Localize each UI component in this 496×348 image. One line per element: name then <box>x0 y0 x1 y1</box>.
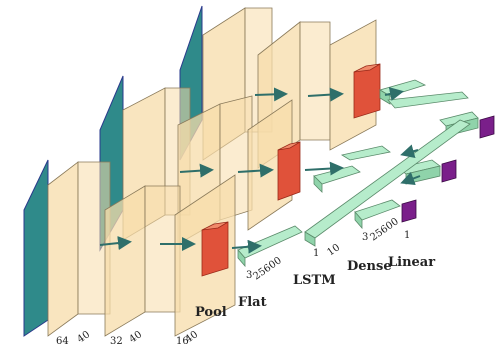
flow-arrows <box>99 87 421 254</box>
pool-block-top <box>353 63 381 119</box>
pool-block-middle <box>277 141 301 201</box>
lstm-label: LSTM <box>293 273 336 288</box>
conv-block-top-3 <box>329 19 377 151</box>
arrow <box>231 239 262 254</box>
flat-label: Flat <box>238 295 267 310</box>
output-cube-middle <box>441 159 457 183</box>
arrow <box>179 163 214 178</box>
dense-dim-a: 3 <box>362 232 368 243</box>
conv1-size-label: 40 <box>75 329 92 345</box>
dense-label: Dense <box>347 259 392 274</box>
lstm-dim-a: 1 <box>313 248 319 259</box>
conv-block-bottom-1 <box>47 161 111 337</box>
output-cube-bottom <box>401 199 417 223</box>
dense-bar-bottom <box>354 199 401 230</box>
linear-label: Linear <box>388 255 435 270</box>
output-cube-top <box>479 115 495 139</box>
heatmap-input-bottom <box>23 159 49 337</box>
pool-block-bottom <box>201 221 229 277</box>
arrow <box>400 171 421 186</box>
arrow <box>384 87 404 101</box>
conv-block-bottom-2 <box>104 185 181 337</box>
arrow <box>99 236 132 251</box>
flat-dim-b: 25600 <box>251 255 283 282</box>
dense-dim-b: 25600 <box>368 216 400 243</box>
arrow <box>400 144 419 158</box>
arrow <box>307 87 344 102</box>
conv2-depth-label: 32 <box>110 336 123 347</box>
conv3-depth-label: 16 <box>176 336 189 347</box>
pool-label: Pool <box>195 305 227 320</box>
arrow <box>237 163 274 178</box>
arrow <box>304 161 344 176</box>
lstm-dim-b: 10 <box>325 242 342 258</box>
arrow <box>254 87 288 102</box>
flat-dim-a: 3 <box>246 270 252 281</box>
linear-dim-a: 1 <box>404 230 410 241</box>
conv2-size-label: 40 <box>127 329 144 345</box>
conv1-depth-label: 64 <box>56 336 69 347</box>
